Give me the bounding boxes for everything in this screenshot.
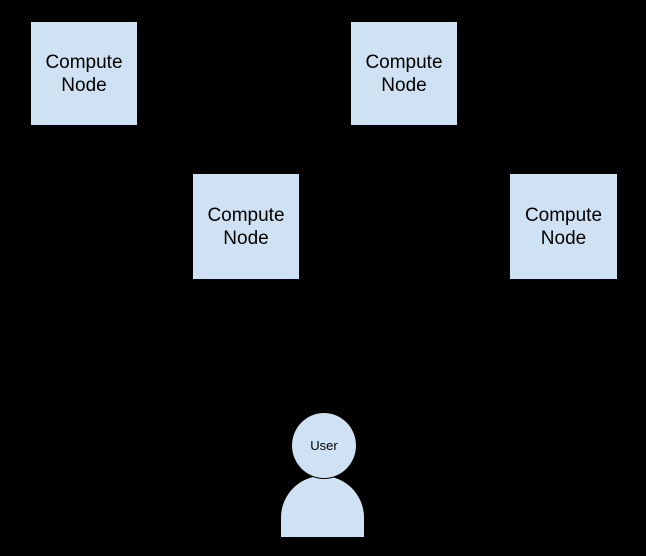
compute-node-label: Compute Node — [524, 204, 603, 249]
user-head-circle: User — [291, 412, 357, 479]
user-body-shape — [281, 476, 364, 537]
compute-node-label: Compute Node — [207, 204, 285, 249]
user-label: User — [310, 438, 338, 453]
compute-node-label: Compute Node — [365, 51, 443, 96]
compute-node-top-left: Compute Node — [31, 22, 137, 125]
compute-node-mid-right: Compute Node — [510, 174, 617, 279]
compute-node-mid-left: Compute Node — [193, 174, 299, 279]
compute-node-top-right: Compute Node — [351, 22, 457, 125]
compute-node-label: Compute Node — [45, 51, 123, 96]
